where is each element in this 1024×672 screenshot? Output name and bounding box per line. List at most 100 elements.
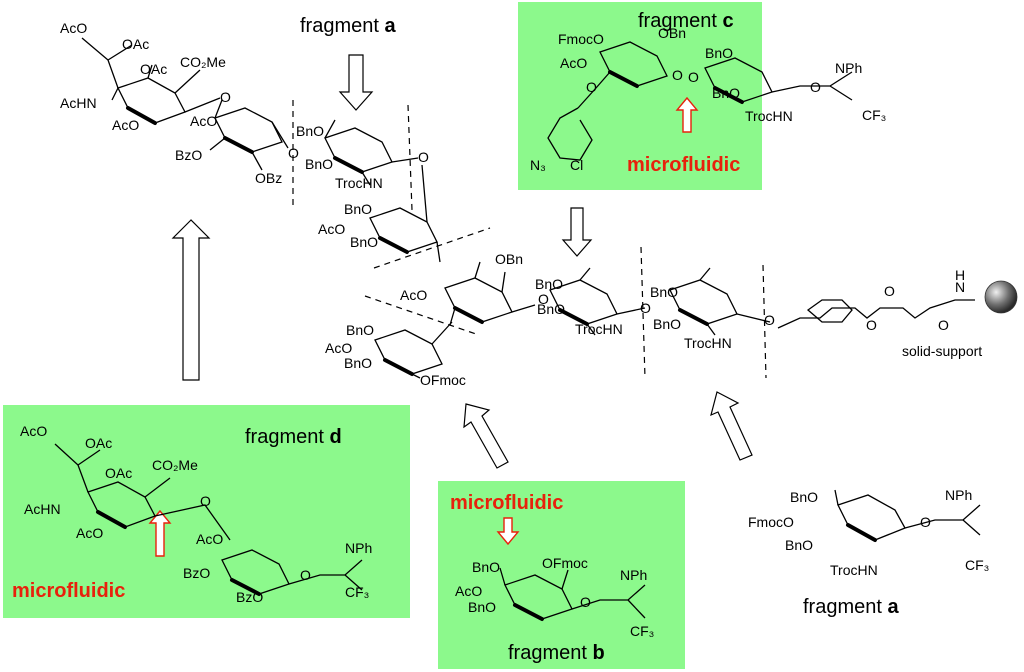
fragment-d-box [3,405,410,618]
svg-text:O: O [288,145,299,161]
svg-text:AcO: AcO [455,583,482,599]
svg-text:AcO: AcO [76,525,103,541]
svg-text:AcHN: AcHN [60,95,97,111]
svg-text:NPh: NPh [620,567,647,583]
fragment-d-skeleton [54,443,363,596]
svg-text:O: O [764,312,775,328]
svg-text:AcO: AcO [560,55,587,71]
svg-text:O: O [200,493,211,509]
svg-text:O: O [938,317,949,333]
fragment-d-label: fragment d [245,426,342,448]
up-arrow-fragment-d [171,219,211,381]
solid-support-bead [984,280,1018,314]
svg-text:TrocHN: TrocHN [335,175,383,191]
cut-line-4 [364,295,477,335]
svg-text:BnO: BnO [653,316,681,332]
svg-text:TrocHN: TrocHN [830,562,878,578]
svg-text:BnO: BnO [344,201,372,217]
svg-text:TrocHN: TrocHN [684,335,732,351]
fragment-a-label-bottom: fragment a [803,596,900,618]
fragment-c-box [518,2,762,190]
svg-text:BnO: BnO [472,559,500,575]
svg-text:BzO: BzO [175,147,202,163]
svg-text:OBz: OBz [255,170,282,186]
svg-text:O: O [866,317,877,333]
svg-text:BnO: BnO [537,301,565,317]
svg-text:BnO: BnO [305,156,333,172]
fragment-a-labels: BnO FmocO BnO TrocHN O NPh CF₃ [748,487,989,578]
cut-line-6 [762,264,767,379]
svg-text:BnO: BnO [350,234,378,250]
fragment-b-label: fragment b [508,642,605,664]
svg-text:CF₃: CF₃ [345,584,369,600]
svg-text:BnO: BnO [785,537,813,553]
cut-line-3 [373,227,491,269]
red-up-arrow-d [148,509,172,557]
svg-text:O: O [586,79,597,95]
svg-text:OFmoc: OFmoc [542,555,588,571]
fragment-c-label: fragment c [638,10,734,32]
svg-text:O: O [538,291,549,307]
svg-text:AcHN: AcHN [24,501,61,517]
svg-text:OAc: OAc [122,36,149,52]
svg-text:AcO: AcO [20,423,47,439]
svg-text:AcO: AcO [112,117,139,133]
svg-text:CO₂Me: CO₂Me [180,54,226,70]
down-arrow-fragment-a [338,54,374,111]
svg-text:O: O [220,89,231,105]
sugar-rings [81,37,975,379]
svg-text:AcO: AcO [325,340,352,356]
svg-text:BnO: BnO [790,489,818,505]
svg-text:NPh: NPh [945,487,972,503]
fragment-b-skeleton [499,567,646,621]
svg-text:O: O [418,149,429,165]
svg-text:TrocHN: TrocHN [745,108,793,124]
svg-text:O: O [810,79,821,95]
svg-text:NPh: NPh [345,540,372,556]
svg-text:O: O [884,283,895,299]
svg-text:O: O [640,300,651,316]
svg-text:BzO: BzO [183,565,210,581]
svg-text:N: N [955,279,965,295]
svg-text:AcO: AcO [318,221,345,237]
svg-text:OBn: OBn [658,25,686,41]
svg-text:O: O [688,69,699,85]
svg-text:N₃: N₃ [530,157,546,173]
down-arrow-fragment-c [561,207,593,257]
microfluidic-label-b: microfluidic [450,492,563,514]
svg-text:BnO: BnO [344,355,372,371]
svg-text:FmocO: FmocO [558,31,604,47]
svg-text:O: O [672,67,683,83]
svg-text:NPh: NPh [835,60,862,76]
svg-text:CF₃: CF₃ [965,557,989,573]
svg-text:O: O [580,594,591,610]
red-up-arrow-c [675,96,699,133]
svg-text:AcO: AcO [196,531,223,547]
svg-text:AcO: AcO [60,20,87,36]
svg-text:BnO: BnO [346,322,374,338]
svg-text:OAc: OAc [140,61,167,77]
svg-text:BnO: BnO [712,85,740,101]
solid-support-label: solid-support [902,343,982,359]
svg-text:AcO: AcO [190,113,217,129]
svg-text:BnO: BnO [296,123,324,139]
svg-text:BzO: BzO [236,589,263,605]
svg-text:OBn: OBn [495,251,523,267]
svg-text:OAc: OAc [105,465,132,481]
microfluidic-label-d: microfluidic [12,580,125,602]
svg-text:CF₃: CF₃ [630,623,654,639]
cut-line-2 [407,104,413,211]
svg-text:FmocO: FmocO [748,514,794,530]
red-down-arrow-b [496,517,520,546]
svg-text:BnO: BnO [705,45,733,61]
arrow-fragment-b [463,403,509,469]
fragment-b-labels: BnO OFmoc AcO BnO O NPh CF₃ [455,555,654,639]
svg-text:BnO: BnO [468,599,496,615]
svg-text:Cl: Cl [570,157,583,173]
fragment-a-label-top: fragment a [300,15,397,37]
fragment-a-skeleton [834,489,981,542]
svg-text:H: H [955,267,965,283]
fragment-c-skeleton [547,41,853,161]
fragment-d-labels: AcO OAc OAc CO₂Me O AcHN AcO AcO BzO BzO… [20,423,372,605]
